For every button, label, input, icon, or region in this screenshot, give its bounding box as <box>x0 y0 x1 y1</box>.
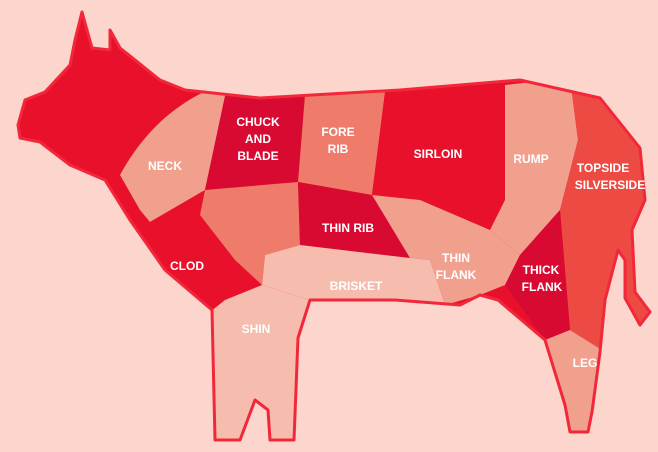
label-fore-rib-2: RIB <box>328 142 349 156</box>
cut-thin-flank[interactable] <box>372 195 520 305</box>
cut-fore-rib[interactable] <box>298 92 385 195</box>
label-thin-flank-1: THIN <box>442 251 470 265</box>
label-thin-flank-2: FLANK <box>436 268 477 282</box>
label-thin-rib: THIN RIB <box>322 221 374 235</box>
label-chuck-3: BLADE <box>237 149 278 163</box>
label-thick-flank-1: THICK <box>523 263 560 277</box>
cut-thick-flank[interactable] <box>505 210 570 340</box>
cut-brisket-upper <box>200 182 300 285</box>
label-neck: NECK <box>148 159 182 173</box>
cut-chuck-and-blade[interactable] <box>205 82 305 190</box>
label-thick-flank-2: FLANK <box>522 280 563 294</box>
label-brisket: BRISKET <box>330 279 383 293</box>
label-fore-rib-1: FORE <box>321 125 354 139</box>
cut-neck[interactable] <box>120 82 228 222</box>
label-clod: CLOD <box>170 259 204 273</box>
cut-rump[interactable] <box>490 78 578 255</box>
label-sirloin: SIRLOIN <box>414 147 463 161</box>
label-chuck-1: CHUCK <box>236 115 280 129</box>
label-leg: LEG <box>573 356 598 370</box>
label-shin: SHIN <box>242 322 271 336</box>
label-chuck-2: AND <box>245 132 271 146</box>
cut-shin[interactable] <box>200 285 310 452</box>
cut-sirloin[interactable] <box>372 85 505 230</box>
cut-brisket[interactable] <box>262 245 445 305</box>
label-topside-2: SILVERSIDE <box>575 178 645 192</box>
label-topside-1: TOPSIDE <box>577 161 629 175</box>
label-rump: RUMP <box>513 152 548 166</box>
cow-outline <box>16 10 652 442</box>
